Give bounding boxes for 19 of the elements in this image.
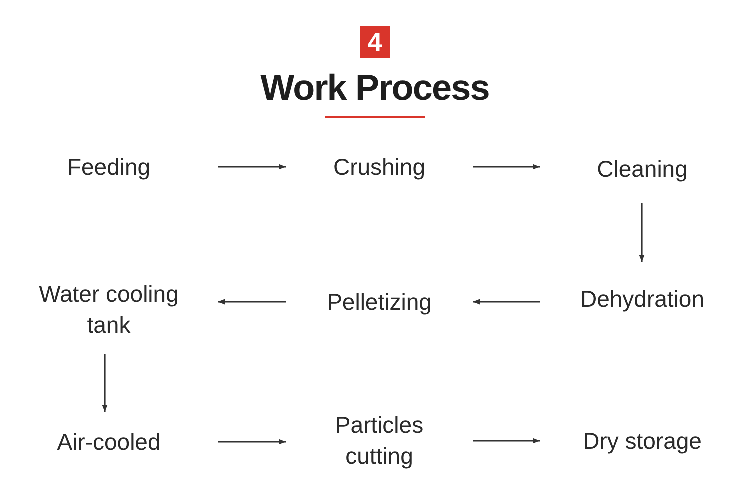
- step-label: Air-cooled: [57, 428, 161, 456]
- arrow: [218, 299, 286, 305]
- step-label: Particles cutting: [334, 411, 425, 471]
- arrow: [218, 439, 286, 445]
- arrow: [473, 164, 540, 170]
- arrow: [639, 203, 645, 262]
- number-badge: 4: [360, 26, 390, 58]
- arrow: [473, 299, 540, 305]
- arrow: [473, 438, 540, 444]
- title: Work Process: [260, 66, 490, 110]
- step-label: Water cooling tank: [38, 280, 180, 340]
- arrow: [218, 164, 286, 170]
- step-label: Pelletizing: [327, 288, 432, 317]
- step-label: Cleaning: [597, 154, 688, 184]
- step-label: Dehydration: [580, 284, 705, 314]
- step-label: Dry storage: [583, 426, 702, 456]
- arrow: [102, 354, 108, 412]
- step-label: Crushing: [333, 152, 426, 182]
- step-label: Feeding: [67, 152, 151, 182]
